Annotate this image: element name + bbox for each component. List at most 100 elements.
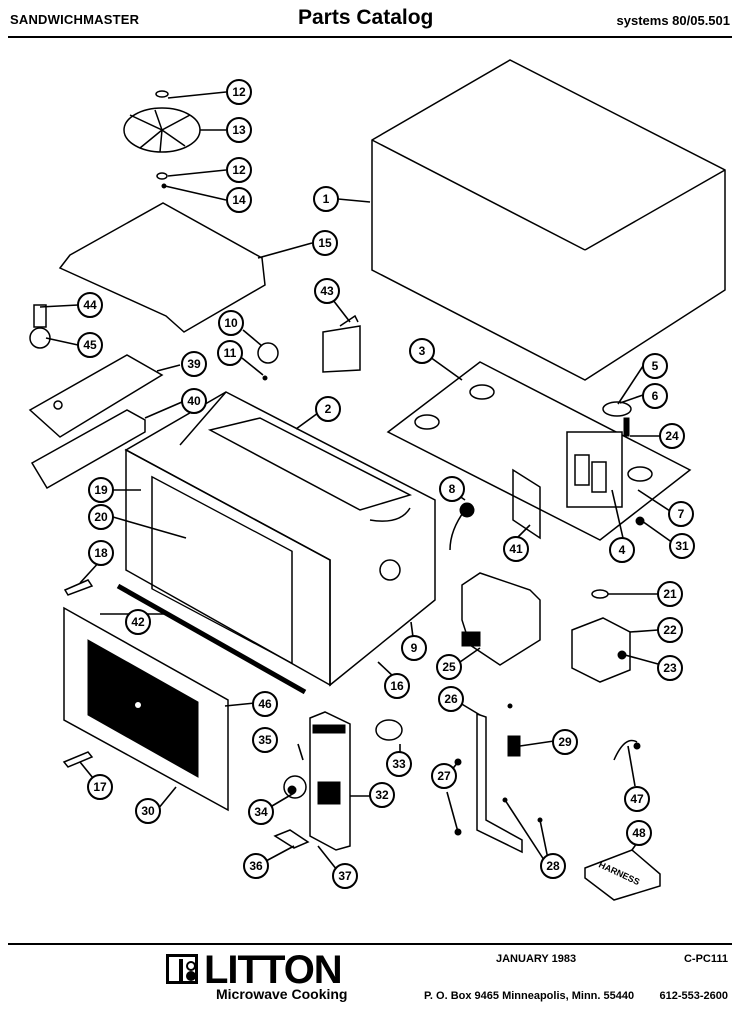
svg-text:39: 39 [187,357,201,371]
callout-20: 20 [88,504,114,530]
svg-text:23: 23 [663,661,677,675]
svg-text:35: 35 [258,733,272,747]
callout-27: 27 [431,763,457,789]
callout-29: 29 [552,729,578,755]
part-switch-33 [375,719,403,741]
svg-text:15: 15 [318,236,332,250]
svg-text:12: 12 [232,85,246,99]
svg-text:27: 27 [437,769,451,783]
svg-text:42: 42 [131,615,145,629]
svg-text:8: 8 [449,482,456,496]
part-ring-21 [591,589,609,599]
callout-11: 11 [217,340,243,366]
publication-date: JANUARY 1983 [496,953,577,965]
part-oven-cavity [124,391,436,687]
callout-17: 17 [87,774,113,800]
svg-text:30: 30 [141,804,155,818]
svg-text:47: 47 [630,792,644,806]
part-hinge-36 [273,829,310,849]
part-door-hinge-17 [62,751,94,768]
callout-36: 36 [243,853,269,879]
callout-12-top: 12 [226,79,252,105]
part-bracket-26 [476,712,523,854]
svg-text:24: 24 [665,429,679,443]
callout-1: 1 [313,186,339,212]
callout-6: 6 [642,383,668,409]
callout-26: 26 [438,686,464,712]
callout-31: 31 [669,533,695,559]
callout-24: 24 [659,423,685,449]
part-magnetron-blower [461,572,541,666]
callout-30: 30 [135,798,161,824]
svg-text:43: 43 [320,284,334,298]
header-divider [8,36,732,38]
part-lamp-assembly [29,304,51,349]
svg-text:34: 34 [254,805,268,819]
callout-43: 43 [314,278,340,304]
part-channel-40 [30,409,146,490]
svg-text:3: 3 [419,344,426,358]
svg-text:10: 10 [224,316,238,330]
callout-25: 25 [436,654,462,680]
callout-42: 42 [125,609,151,635]
svg-text:5: 5 [652,359,659,373]
part-switch-29 [507,735,521,757]
brand-tagline: Microwave Cooking [216,986,348,1002]
leader-lines [39,91,674,871]
svg-text:46: 46 [258,697,272,711]
company-address: P. O. Box 9465 Minneapolis, Minn. 55440 [424,990,635,1002]
svg-text:44: 44 [83,298,97,312]
svg-text:26: 26 [444,692,458,706]
part-cord-8 [449,502,475,551]
callout-14: 14 [226,187,252,213]
callout-32: 32 [369,782,395,808]
callout-40: 40 [181,388,207,414]
svg-text:36: 36 [249,859,263,873]
callout-41: 41 [503,536,529,562]
callout-48: 48 [626,820,652,846]
callout-22: 22 [657,617,683,643]
part-wall-plate [386,361,692,541]
part-wire-47 [613,739,641,761]
callout-7: 7 [668,501,694,527]
page-title: Parts Catalog [298,6,434,29]
callout-37: 37 [332,863,358,889]
part-timer-knob-34 [283,775,307,799]
litton-logo: LITTON Microwave Cooking [166,948,356,1010]
callout-21: 21 [657,581,683,607]
callout-9: 9 [401,635,427,661]
litton-logo-icon [166,954,198,984]
callout-34: 34 [248,799,274,825]
svg-text:48: 48 [632,826,646,840]
svg-text:22: 22 [663,623,677,637]
part-control-panel-32 [309,711,351,851]
part-screws [454,516,645,836]
part-plate-39 [28,354,164,438]
part-latch-18 [63,579,94,596]
svg-text:31: 31 [675,539,689,553]
callout-35: 35 [252,727,278,753]
svg-text:32: 32 [375,788,389,802]
callout-12-bottom: 12 [226,157,252,183]
callout-44: 44 [77,292,103,318]
catalog-code: C-PC111 [683,953,728,965]
product-name: SANDWICHMASTER [10,12,140,27]
callout-13: 13 [226,117,252,143]
svg-text:29: 29 [558,735,572,749]
callout-45: 45 [77,332,103,358]
callout-15: 15 [312,230,338,256]
part-shield-41 [512,468,541,540]
part-outer-cabinet [371,59,726,381]
svg-text:9: 9 [411,641,418,655]
callout-47: 47 [624,786,650,812]
company-phone: 612-553-2600 [659,990,728,1002]
part-capacitor-5-6 [602,401,632,437]
callout-3: 3 [409,338,435,364]
part-stirrer-motor [257,342,279,381]
callout-23: 23 [657,655,683,681]
svg-text:7: 7 [678,507,685,521]
part-harness-48: HARNESS [584,849,661,901]
part-gasket-42 [116,583,307,695]
svg-text:19: 19 [94,483,108,497]
svg-text:14: 14 [232,193,246,207]
